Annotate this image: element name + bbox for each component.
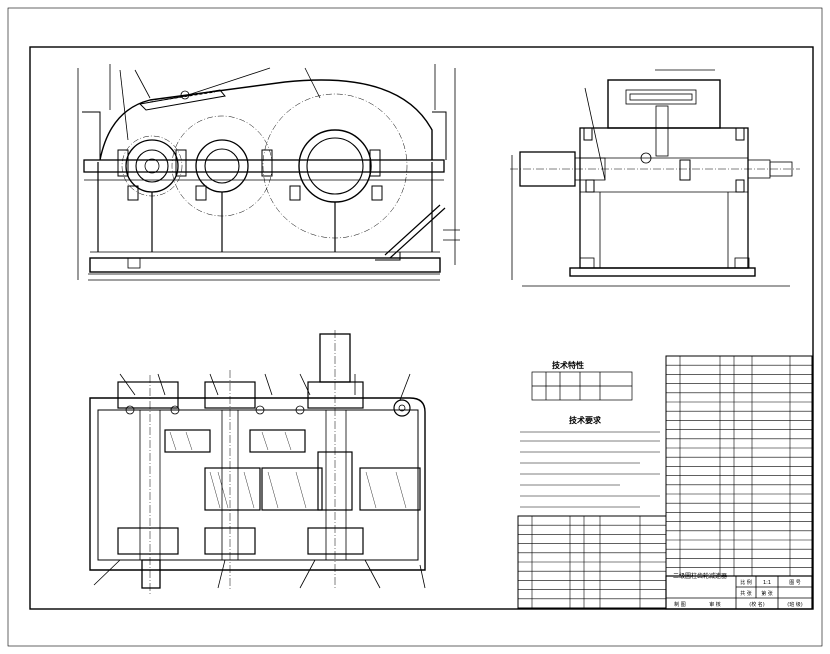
- tech-req-title: 技术要求: [569, 415, 602, 425]
- title-block-name: 二级圆柱齿轮减速器: [673, 572, 727, 580]
- section-view: [89, 330, 426, 595]
- spec-table: 技术特性: [531, 360, 633, 401]
- front-view: [77, 64, 460, 281]
- title-block-checked-by: 审 核: [709, 601, 721, 608]
- title-block-drawn-by: 制 图: [674, 601, 686, 608]
- title-block-sheet-no: 第 张: [761, 590, 773, 597]
- side-view: [510, 69, 800, 287]
- title-block-drawing-no: 图 号: [789, 580, 801, 586]
- spec-table-title: 技术特性: [552, 360, 584, 370]
- parts-list-right: [665, 355, 813, 577]
- outer-frame: [7, 7, 823, 647]
- title-block-scale-value: 1:1: [763, 580, 771, 586]
- inner-border: [29, 46, 814, 610]
- title-block-scale-label: 比 例: [740, 579, 752, 586]
- title-block-class: (班 级): [787, 601, 803, 608]
- tech-requirements: 技术要求: [520, 415, 660, 508]
- title-block-sheet-total: 共 张: [740, 590, 752, 597]
- parts-list-bottom: [517, 515, 667, 609]
- title-block: 二级圆柱齿轮减速器 比 例 1:1 图 号 共 张 第 张 制 图 审 核 (校…: [665, 572, 813, 610]
- title-block-school: (校 名): [749, 601, 765, 608]
